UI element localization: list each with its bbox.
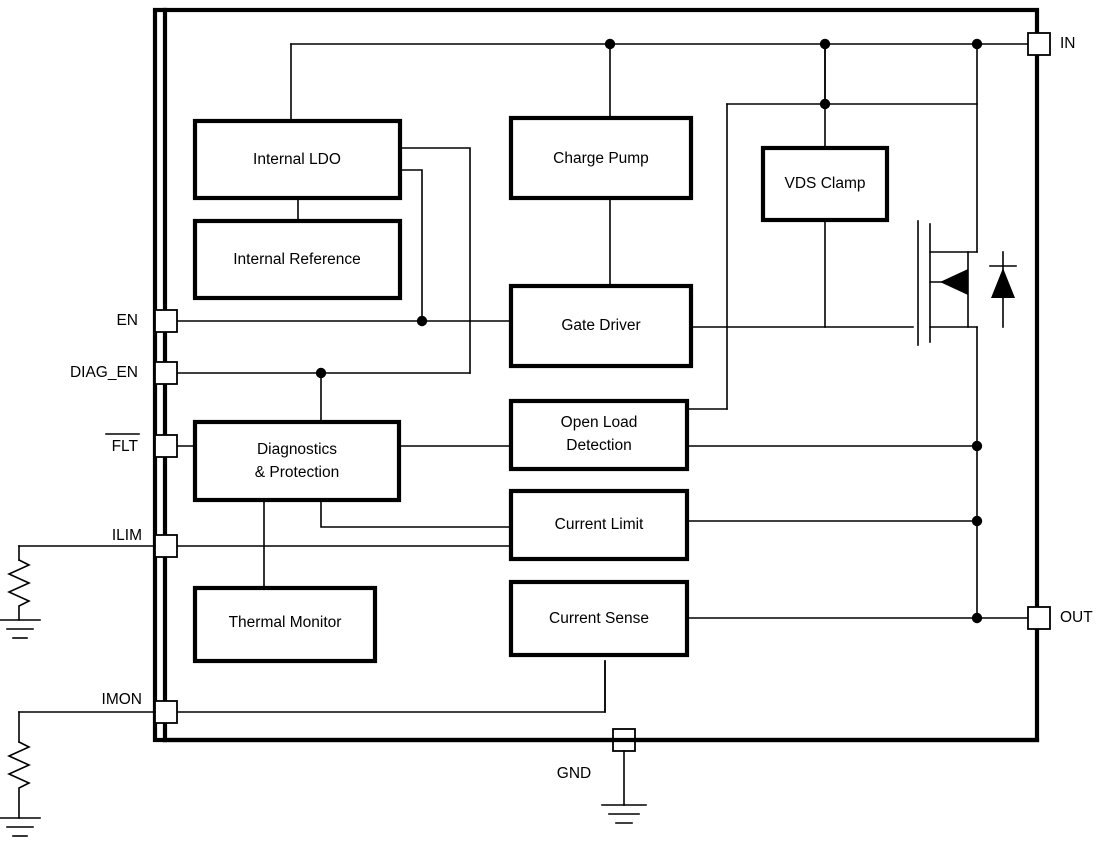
label-charge-pump: Charge Pump [553, 150, 649, 167]
wire-imon-to-current-sense [176, 660, 606, 713]
junction-in-charge-pump [604, 38, 616, 50]
pin-box-out[interactable] [1027, 606, 1051, 630]
pin-box-in[interactable] [1027, 32, 1051, 56]
block-vds-clamp[interactable] [760, 145, 890, 223]
block-internal-reference[interactable] [192, 218, 403, 301]
mosfet-bulk-arrow [940, 269, 968, 295]
junction-diag-en-diagnostics [315, 367, 327, 379]
junction-in-vds [819, 38, 831, 50]
pin-label-imon: IMON [102, 691, 142, 708]
pin-box-imon[interactable] [154, 700, 178, 724]
pin-label-gnd: GND [557, 765, 591, 782]
resistor-ilim [7, 558, 31, 621]
pin-label-en: EN [116, 312, 138, 329]
block-charge-pump[interactable] [508, 115, 694, 201]
label-internal-reference: Internal Reference [233, 251, 361, 268]
label-open-load-detection: Open Load [561, 414, 638, 431]
pin-label-diag-en: DIAG_EN [70, 364, 138, 381]
label-vds-clamp: VDS Clamp [785, 175, 866, 192]
block-open-load-detection[interactable] [508, 398, 690, 472]
junction-out-current-limit [971, 515, 983, 527]
junction-vds-supply [819, 98, 831, 110]
label-current-sense: Current Sense [549, 610, 649, 627]
pin-label-ilim: ILIM [112, 527, 142, 544]
label-current-limit: Current Limit [555, 516, 644, 533]
resistor-imon [7, 740, 31, 819]
block-internal-ldo[interactable] [192, 118, 403, 201]
pin-box-diag-en[interactable] [154, 361, 178, 385]
junction-in-drain [971, 38, 983, 50]
label-diagnostics-protection: Diagnostics [257, 441, 337, 458]
wire-ldo-supply-b [399, 169, 423, 322]
block-thermal-monitor[interactable] [192, 585, 378, 664]
block-gate-driver[interactable] [508, 283, 694, 369]
block-current-limit[interactable] [508, 488, 690, 562]
junction-out-current-sense [971, 612, 983, 624]
pin-label-out: OUT [1060, 609, 1093, 626]
pin-box-en[interactable] [154, 309, 178, 333]
pin-box-ilim[interactable] [154, 534, 178, 558]
label-thermal-monitor: Thermal Monitor [229, 614, 342, 631]
block-diagnostics-protection[interactable] [192, 419, 402, 503]
label-open-load-detection-line2: Detection [566, 437, 631, 454]
label-internal-ldo: Internal LDO [253, 151, 341, 168]
wire-diagnostics-to-current-limit [320, 499, 512, 528]
label-diagnostics-protection-line2: & Protection [255, 464, 339, 481]
wire-ldo-supply-a [399, 147, 471, 374]
label-gate-driver: Gate Driver [561, 317, 640, 334]
pin-label-in: IN [1060, 35, 1076, 52]
pin-box-flt[interactable] [154, 434, 178, 458]
junction-en-ldo [416, 315, 428, 327]
block-current-sense[interactable] [508, 579, 690, 658]
body-diode-triangle [991, 268, 1015, 298]
pin-label-flt: FLT [112, 438, 139, 455]
junction-out-open-load [971, 440, 983, 452]
